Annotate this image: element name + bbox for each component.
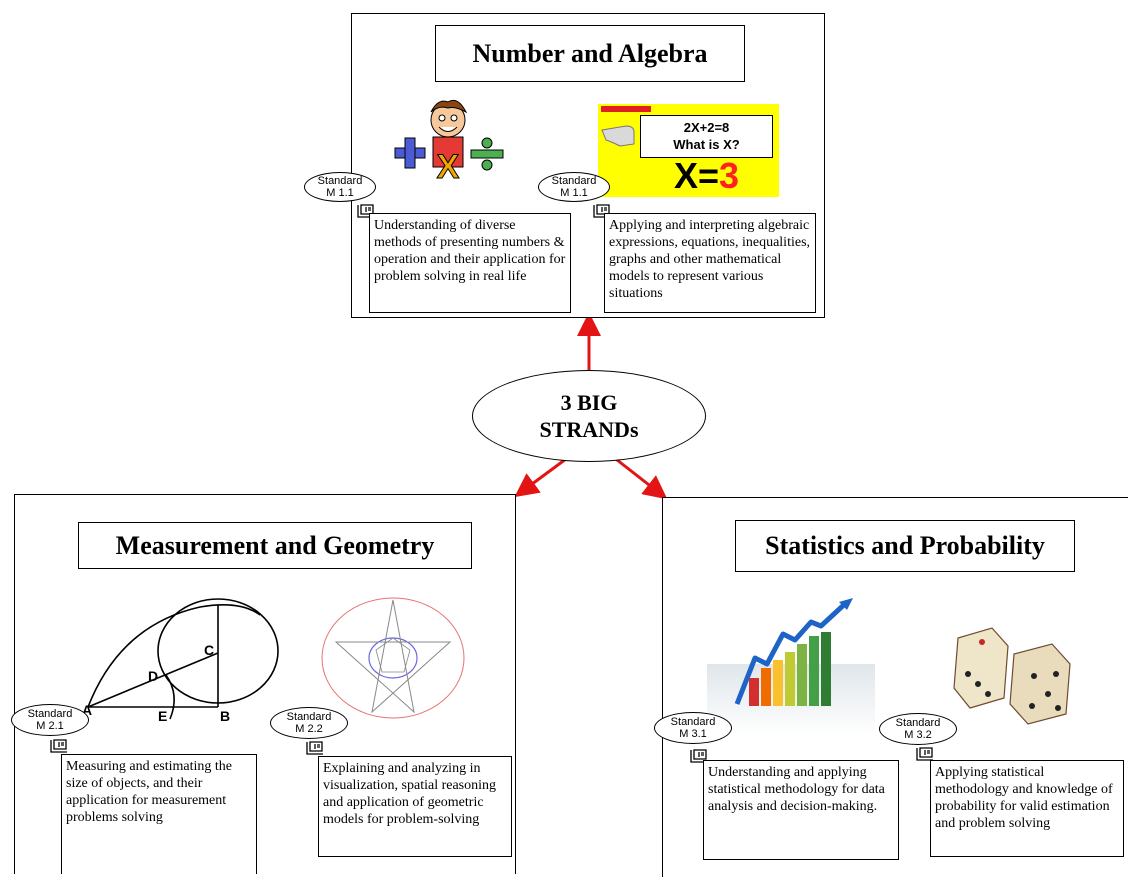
arrow-right: [611, 454, 668, 500]
equation-question: What is X?: [673, 137, 740, 152]
growth-bar-chart-illustration: [707, 598, 875, 736]
book-icon: [916, 747, 933, 761]
svg-text:X: X: [437, 148, 460, 186]
description-m1-1-b: Applying and interpreting algebraic expr…: [604, 213, 816, 313]
standard-code: M 1.1: [560, 187, 588, 199]
description-m3-1: Understanding and applying statistical m…: [703, 760, 899, 860]
equation-line: 2X+2=8: [683, 120, 730, 135]
equation-question-box: 2X+2=8 What is X?: [640, 115, 773, 158]
book-icon: [306, 741, 323, 755]
label-a: A: [82, 702, 92, 718]
label-e: E: [158, 708, 167, 724]
equation-tag: [601, 106, 651, 112]
standard-badge-m3-1: Standard M 3.1: [654, 712, 732, 744]
standard-label: Standard: [670, 716, 716, 728]
standard-code: M 3.2: [904, 729, 932, 741]
label-d: D: [148, 668, 158, 684]
center-big-strands: 3 BIG STRANDs: [472, 370, 706, 462]
description-m3-2: Applying statistical methodology and kno…: [930, 760, 1124, 857]
center-line-1: 3 BIG: [560, 390, 618, 415]
center-line-2: STRANDs: [539, 417, 639, 442]
book-icon: [690, 749, 707, 763]
standard-label: Standard: [895, 717, 941, 729]
description-m2-2: Explaining and analyzing in visualizatio…: [318, 756, 512, 857]
standard-badge-m3-2: Standard M 3.2: [879, 713, 957, 745]
standard-label: Standard: [27, 708, 73, 720]
standard-badge-m2-2: Standard M 2.2: [270, 707, 348, 739]
standard-badge-m1-1-a: Standard M 1.1: [304, 172, 376, 202]
answer-x: X=: [673, 155, 719, 196]
standard-label: Standard: [317, 175, 363, 187]
equation-answer: X=3: [640, 156, 773, 196]
standard-badge-m1-1-b: Standard M 1.1: [538, 172, 610, 202]
hand-icon: [601, 125, 635, 147]
title-statistics-probability: Statistics and Probability: [735, 520, 1075, 572]
arrow-left: [514, 454, 571, 498]
standard-code: M 1.1: [326, 187, 354, 199]
geometry-circle-figure: C D A E B: [82, 598, 279, 724]
standard-code: M 2.1: [36, 720, 64, 732]
label-c: C: [204, 642, 214, 658]
label-b: B: [220, 708, 230, 724]
standard-code: M 3.1: [679, 728, 707, 740]
equation-card: 2X+2=8 What is X? X=3: [598, 104, 779, 197]
standard-badge-m2-1: Standard M 2.1: [11, 704, 89, 736]
star-pentagram-illustration: [321, 597, 465, 719]
description-m2-1: Measuring and estimating the size of obj…: [61, 754, 257, 874]
standard-label: Standard: [286, 711, 332, 723]
book-icon: [50, 739, 67, 753]
standard-code: M 2.2: [295, 723, 323, 735]
boy-math-symbols-illustration: X: [394, 99, 504, 187]
description-m1-1-a: Understanding of diverse methods of pres…: [369, 213, 571, 313]
connector-arrows: [514, 312, 668, 500]
standard-label: Standard: [551, 175, 597, 187]
answer-value: 3: [719, 155, 740, 196]
dice-illustration: [953, 627, 1071, 725]
title-number-algebra: Number and Algebra: [435, 25, 745, 82]
title-measurement-geometry: Measurement and Geometry: [78, 522, 472, 569]
